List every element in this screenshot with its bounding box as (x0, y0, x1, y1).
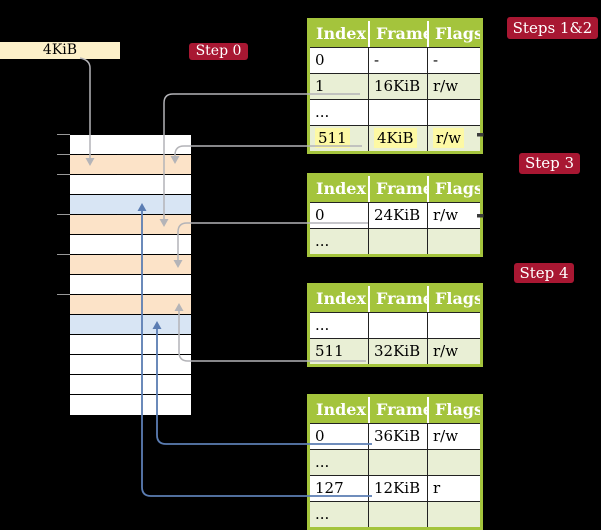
page-table-cell: 1 (310, 74, 368, 99)
memory-row-13 (70, 375, 191, 395)
badge-steps-1-2: Steps 1&2 (507, 17, 598, 39)
page-table-cell: - (368, 48, 427, 73)
page-table-cell: 12KiB (368, 476, 427, 501)
page-table-cell: 511 (310, 339, 368, 364)
memory-row-5 (70, 215, 191, 235)
page-table-cell: ... (310, 502, 368, 527)
column-header: Flags (427, 21, 480, 47)
column-header: Frame (368, 286, 427, 312)
physical-memory-column (69, 134, 192, 416)
memory-row-10 (70, 315, 191, 335)
column-header: Index (310, 397, 368, 423)
page-table-cell: 32KiB (368, 339, 427, 364)
page-table-cell (427, 100, 480, 125)
page-table-cell: 24KiB (368, 203, 427, 228)
page-table-cell: 0 (310, 203, 368, 228)
page-table-cell: 127 (310, 476, 368, 501)
page-table-cell: 0 (310, 48, 368, 73)
page-table-cell (427, 450, 480, 475)
page-table-cell: r (427, 476, 480, 501)
memory-row-14 (70, 395, 191, 415)
column-header: Frame (368, 397, 427, 423)
frame-size-label: 4KiB (0, 42, 120, 59)
badge-step-4: Step 4 (514, 263, 574, 283)
column-header: Flags (427, 397, 480, 423)
memory-row-9 (70, 295, 191, 315)
memory-row-8 (70, 275, 191, 295)
column-header: Frame (368, 176, 427, 202)
badge-step-0: Step 0 (189, 43, 248, 60)
memory-row-11 (70, 335, 191, 355)
memory-tick (57, 154, 70, 155)
highlighted-value: r/w (433, 128, 465, 148)
column-header: Index (310, 286, 368, 312)
page-table-row: ... (310, 99, 480, 125)
badge-step-3: Step 3 (519, 153, 580, 174)
column-header: Index (310, 176, 368, 202)
highlighted-value: 4KiB (374, 128, 417, 148)
page-table-cell: r/w (427, 74, 480, 99)
page-table-cell: ... (310, 229, 368, 254)
page-table-cell (368, 313, 427, 338)
memory-row-12 (70, 355, 191, 375)
memory-row-1 (70, 135, 191, 155)
memory-row-2 (70, 155, 191, 175)
page-table-cell: r/w (427, 339, 480, 364)
page-table-cell: r/w (427, 203, 480, 228)
memory-tick (57, 174, 70, 175)
page-table-step-3-header: IndexFrameFlags (310, 176, 480, 202)
page-table-cell: 16KiB (368, 74, 427, 99)
page-table-cell (368, 450, 427, 475)
column-header: Index (310, 21, 368, 47)
memory-tick (57, 214, 70, 215)
page-table-cell: 511 (310, 126, 368, 151)
page-table-cell: ... (310, 450, 368, 475)
page-table-cell (427, 313, 480, 338)
page-table-cell (368, 100, 427, 125)
page-table-cell: ... (310, 313, 368, 338)
page-table-cell: r/w (427, 424, 480, 449)
page-table-cell (427, 229, 480, 254)
page-table-cell: - (427, 48, 480, 73)
page-table-cell: 4KiB (368, 126, 427, 151)
memory-row-7 (70, 255, 191, 275)
page-table-row: ... (310, 449, 480, 475)
column-header: Flags (427, 176, 480, 202)
page-table-row: ... (310, 228, 480, 254)
page-table-cell: ... (310, 100, 368, 125)
memory-row-6 (70, 235, 191, 255)
page-table-row: 511 4KiB r/w (310, 125, 480, 151)
page-table-cell (368, 502, 427, 527)
memory-tick (57, 134, 70, 135)
memory-tick (57, 294, 70, 295)
page-table-step-3: IndexFrameFlags024KiBr/w... (307, 173, 483, 257)
page-table-cell: 0 (310, 424, 368, 449)
page-table-steps-1-2-header: IndexFrameFlags (310, 21, 480, 47)
page-table-row: ... (310, 501, 480, 527)
page-table-row: ... (310, 312, 480, 338)
memory-tick (57, 254, 70, 255)
page-table-step-4b: IndexFrameFlags036KiBr/w...12712KiBr... (307, 394, 483, 530)
page-table-cell (427, 502, 480, 527)
page-table-step-4b-header: IndexFrameFlags (310, 397, 480, 423)
highlighted-value: 511 (315, 128, 350, 148)
column-header: Flags (427, 286, 480, 312)
page-table-row: 0-- (310, 47, 480, 73)
memory-row-3 (70, 175, 191, 195)
page-table-cell: 36KiB (368, 424, 427, 449)
page-table-cell: r/w (427, 126, 480, 151)
page-table-cell (368, 229, 427, 254)
memory-row-4 (70, 195, 191, 215)
page-table-step-4a-header: IndexFrameFlags (310, 286, 480, 312)
column-header: Frame (368, 21, 427, 47)
